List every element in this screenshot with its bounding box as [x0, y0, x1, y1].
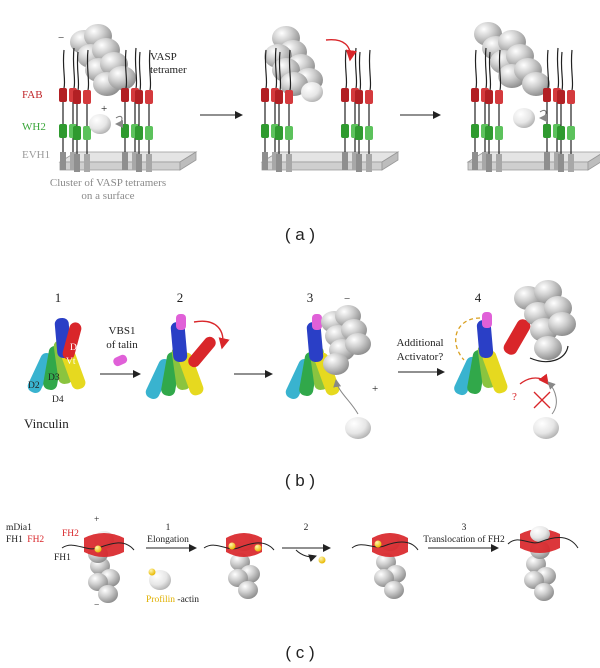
vbs1-label-line2: of talin [106, 339, 138, 351]
fh1-label: FH1 [54, 553, 71, 563]
g-actin-monomer [301, 82, 323, 102]
vasp-label-line2: tetramer [150, 64, 187, 76]
formin-filament-3 [351, 533, 419, 599]
fh1-fh2-label: FH1 FH2 [6, 535, 44, 545]
vinculin-with-actin: − + [285, 293, 378, 439]
step-4-number: 4 [475, 290, 482, 305]
step-1-number: 1 [166, 523, 171, 533]
plus-end-label: + [372, 383, 378, 395]
vbs1-peptide [113, 354, 128, 367]
released-profilin [318, 556, 326, 564]
domain-d4-label: D4 [52, 395, 64, 405]
g-actin-monomer [89, 114, 111, 134]
vinculin-label: Vinculin [24, 416, 69, 431]
panel-a-stage-3 [467, 22, 600, 173]
activator-label-line1: Additional [396, 337, 443, 349]
g-actin-monomer [513, 108, 535, 128]
mdia1-label: mDia1 [6, 523, 32, 533]
actin-filament [70, 24, 136, 96]
panel-b-tag: ( b ) [285, 471, 315, 490]
domain-vt-label: Vt [66, 357, 76, 367]
domain-d2-label: D2 [28, 381, 40, 391]
plus-end-label: + [101, 103, 107, 115]
step-1-number: 1 [55, 290, 62, 305]
step-2-number: 2 [177, 290, 184, 305]
fh2-label: FH2 [62, 529, 79, 539]
panel-c: mDia1 FH1 FH2 FH2 FH1 + − Profilin -acti… [6, 515, 579, 662]
vbs1-label-line1: VBS1 [109, 325, 136, 337]
g-actin-monomer [533, 417, 559, 439]
fh1-prefix: FH1 [6, 535, 23, 545]
translocation-arrow [325, 39, 357, 62]
domain-d1-label: D1 [70, 343, 82, 353]
profilin-actin-label: Profilin -actin [146, 594, 199, 605]
profilin-actin-complex [149, 570, 171, 590]
question-mark: ? [512, 391, 517, 403]
panel-a: − + VASP tetramer FAB WH2 EVH1 Cluster o… [22, 22, 600, 244]
formin-filament-1 [61, 531, 135, 603]
vinculin-talin-bound [145, 314, 230, 400]
domain-d3-label: D3 [48, 373, 60, 383]
surface-caption-line2: on a surface [81, 190, 134, 202]
panel-a-tag: ( a ) [285, 225, 315, 244]
surface-caption-line1: Cluster of VASP tetramers [50, 177, 166, 189]
vinculin-closed: D1 Vt D3 D2 D4 [27, 317, 86, 405]
profilin-dot [148, 568, 156, 576]
step-3-number: 3 [307, 290, 314, 305]
vinculin-activated: ? [454, 280, 576, 439]
minus-end-label: − [94, 601, 99, 611]
panel-b: 1 2 3 4 D1 Vt D3 D2 D4 Vinculin VBS1 of … [24, 280, 576, 490]
evh1-label: EVH1 [22, 149, 50, 161]
fab-label: FAB [22, 89, 43, 101]
panel-a-stage-2 [260, 26, 399, 173]
panel-c-tag: ( c ) [285, 643, 314, 662]
actin-filament [474, 22, 550, 96]
profilin-word: Profilin [146, 594, 175, 605]
formin-filament-2 [203, 533, 275, 599]
translocation-label: Translocation of FH2 [423, 534, 505, 545]
formin-filament-4 [507, 526, 579, 601]
fh2-red-label: FH2 [27, 535, 44, 545]
elongation-label: Elongation [147, 535, 189, 545]
panel-a-stage-1: − + VASP tetramer FAB WH2 EVH1 Cluster o… [22, 24, 197, 202]
plus-end-label: + [94, 515, 99, 525]
minus-end-label: − [344, 293, 350, 305]
actin-suffix: -actin [177, 595, 199, 605]
minus-end-label: − [58, 32, 64, 44]
g-actin-monomer [345, 417, 371, 439]
surface-plate [261, 151, 399, 171]
activator-label-line2: Activator? [397, 351, 444, 363]
step-2-number: 2 [304, 523, 309, 533]
wh2-label: WH2 [22, 121, 46, 133]
step-3-number: 3 [462, 523, 467, 533]
vasp-label-line1: VASP [150, 51, 177, 63]
